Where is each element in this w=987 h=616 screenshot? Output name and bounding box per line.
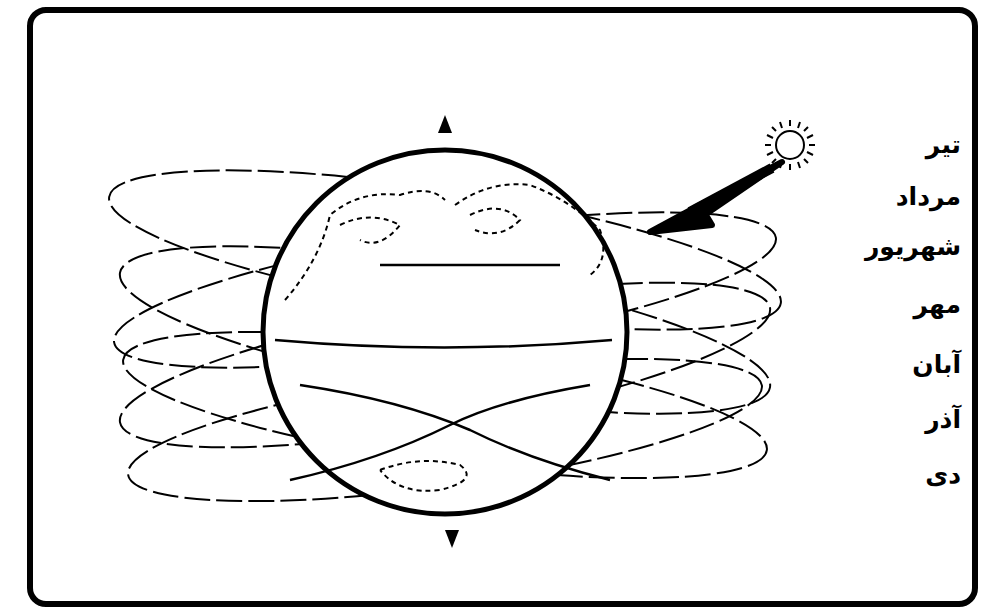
month-label: آبان [910,350,963,380]
month-label: مهر [911,290,963,320]
month-label: شهریور [863,232,963,262]
month-label: مرداد [894,182,963,212]
month-label: دی [923,460,963,490]
month-label: آذر [923,405,963,435]
month-label: تیر [924,130,963,160]
